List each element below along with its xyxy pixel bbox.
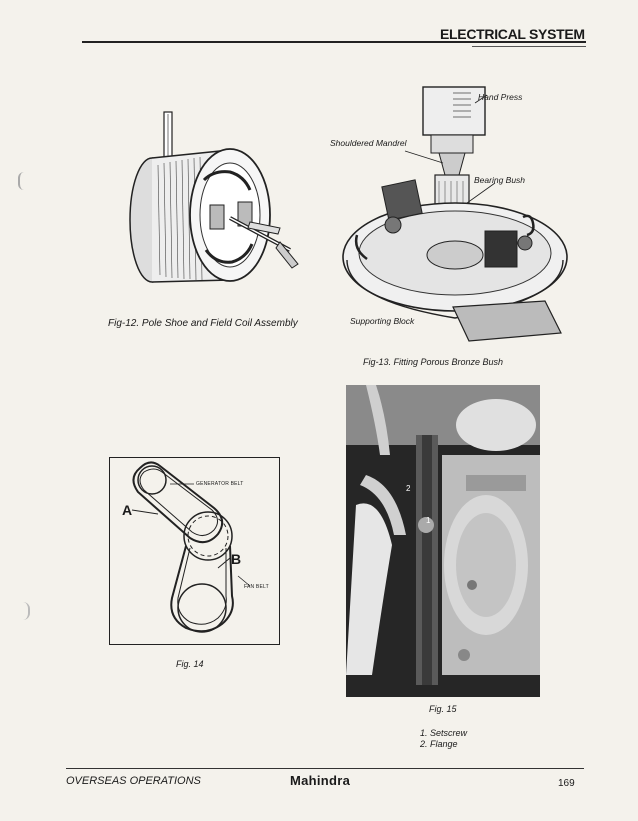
page-section-title: ELECTRICAL SYSTEM (440, 26, 585, 42)
binder-hole-mark (16, 602, 30, 620)
fig15-photo: 2 1 (346, 385, 540, 697)
fig13-label-supporting-block: Supporting Block (350, 316, 415, 326)
fig14-label-b: B (231, 551, 242, 567)
footer-divider (66, 768, 584, 769)
header-divider-short (472, 46, 586, 47)
fig14-label-fan-belt: FAN BELT (244, 584, 269, 590)
fig13-label-shouldered-mandrel: Shouldered Mandrel (330, 138, 407, 148)
footer-brand-logo: Mahindra (290, 773, 351, 788)
fig15-marker-1: 1 (426, 516, 431, 525)
fig12-illustration (129, 111, 299, 283)
binder-hole-mark (18, 172, 30, 190)
fig15-marker-2: 2 (406, 484, 411, 493)
header-divider (82, 41, 586, 43)
fig14-frame (109, 457, 280, 645)
fig13-label-hand-press: Hand Press (478, 92, 523, 102)
fig14-illustration (131, 461, 251, 633)
fig14-caption: Fig. 14 (176, 659, 204, 669)
fig15-caption: Fig. 15 (429, 704, 457, 714)
fig13-caption: Fig-13. Fitting Porous Bronze Bush (363, 357, 504, 367)
fig14-label-a: A (122, 502, 133, 518)
footer-department: OVERSEAS OPERATIONS (66, 775, 201, 787)
fig15-legend-item: 1. Setscrew (420, 728, 468, 738)
fig13-label-bearing-bush: Bearing Bush (474, 175, 526, 185)
page-number: 169 (558, 778, 575, 789)
fig13-illustration (342, 86, 568, 342)
fig12-caption: Fig-12. Pole Shoe and Field Coil Assembl… (108, 318, 298, 329)
fig14-label-generator-belt: GENERATOR BELT (196, 481, 244, 487)
fig15-legend-item: 2. Flange (420, 739, 458, 749)
